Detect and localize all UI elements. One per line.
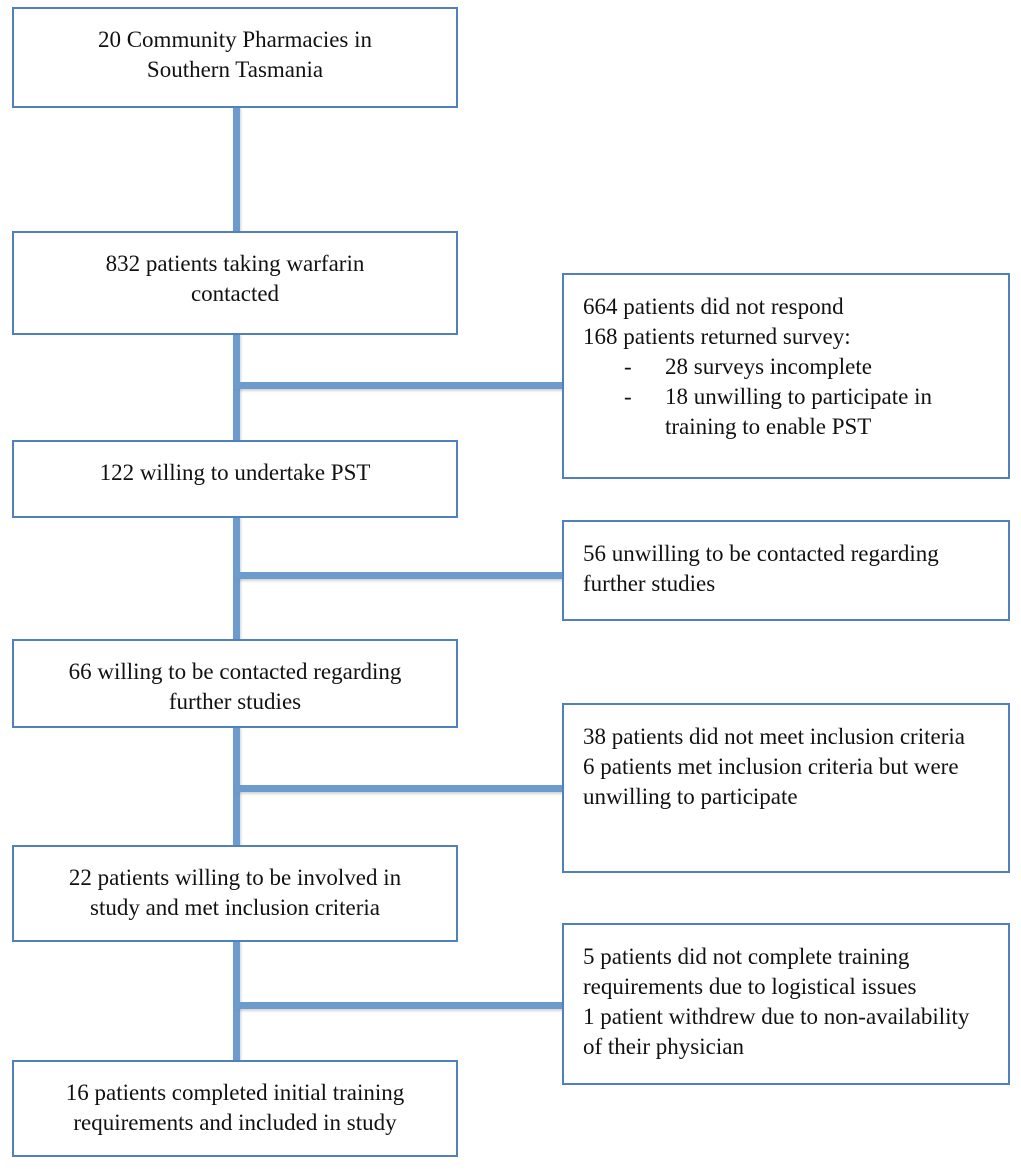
flow-box-unwilling-contact: 56 unwilling to be contacted regarding f… [562, 520, 1010, 621]
flow-box-pharmacies: 20 Community Pharmacies in Southern Tasm… [12, 7, 458, 108]
flow-box-text: 56 unwilling to be contacted regarding f… [583, 541, 939, 596]
flow-box-willing-pst: 122 willing to undertake PST [12, 440, 458, 518]
flow-box-text: 1 patient withdrew due to non-availabili… [583, 1004, 970, 1059]
connector-branch-3 [236, 785, 562, 792]
flow-box-text: 122 willing to undertake PST [99, 460, 371, 485]
connector-branch-4 [236, 1002, 562, 1009]
connector-branch-1 [236, 382, 562, 389]
flow-box-text: 66 willing to be contacted regarding [68, 659, 402, 684]
flow-box-text: 6 patients met inclusion criteria but we… [583, 754, 959, 809]
flow-box-text: study and met inclusion criteria [90, 895, 380, 920]
flow-box-text: 20 Community Pharmacies in [97, 27, 373, 52]
flow-box-text: 22 patients willing to be involved in [68, 865, 402, 890]
flow-box-text: contacted [190, 281, 280, 306]
bullet-dash: - [624, 384, 632, 409]
flow-box-completed-training: 16 patients completed initial training r… [12, 1060, 458, 1157]
flow-box-text: 168 patients returned survey: [583, 324, 851, 349]
flow-box-training-not-completed: 5 patients did not complete training req… [562, 923, 1010, 1085]
flow-box-text: 832 patients taking warfarin [105, 251, 365, 276]
flow-box-text: 5 patients did not complete training req… [583, 944, 917, 999]
flow-box-text: 664 patients did not respond [583, 294, 844, 319]
flow-box-contacted: 832 patients taking warfarin contacted [12, 231, 458, 335]
flow-box-text: requirements and included in study [73, 1110, 397, 1135]
flow-box-not-meeting-criteria: 38 patients did not meet inclusion crite… [562, 703, 1010, 873]
bullet-text: 18 unwilling to participate in training … [665, 384, 933, 439]
bullet-item: - 28 surveys incomplete [624, 352, 990, 382]
flow-box-text: further studies [168, 689, 302, 714]
connector-trunk-segment-1 [233, 106, 240, 233]
bullet-dash: - [624, 354, 632, 379]
flow-box-willing-involved: 22 patients willing to be involved in st… [12, 845, 458, 942]
flow-box-willing-contact: 66 willing to be contacted regarding fur… [12, 639, 458, 728]
bullet-text: 28 surveys incomplete [665, 354, 872, 379]
flow-box-no-response: 664 patients did not respond 168 patient… [562, 273, 1010, 479]
connector-branch-2 [236, 572, 562, 579]
flow-box-text: Southern Tasmania [146, 57, 324, 82]
bullet-item: - 18 unwilling to participate in trainin… [624, 382, 990, 442]
flow-box-text: 16 patients completed initial training [65, 1080, 405, 1105]
connector-trunk-segment-5 [233, 940, 240, 1062]
flow-box-text: 38 patients did not meet inclusion crite… [583, 724, 965, 749]
